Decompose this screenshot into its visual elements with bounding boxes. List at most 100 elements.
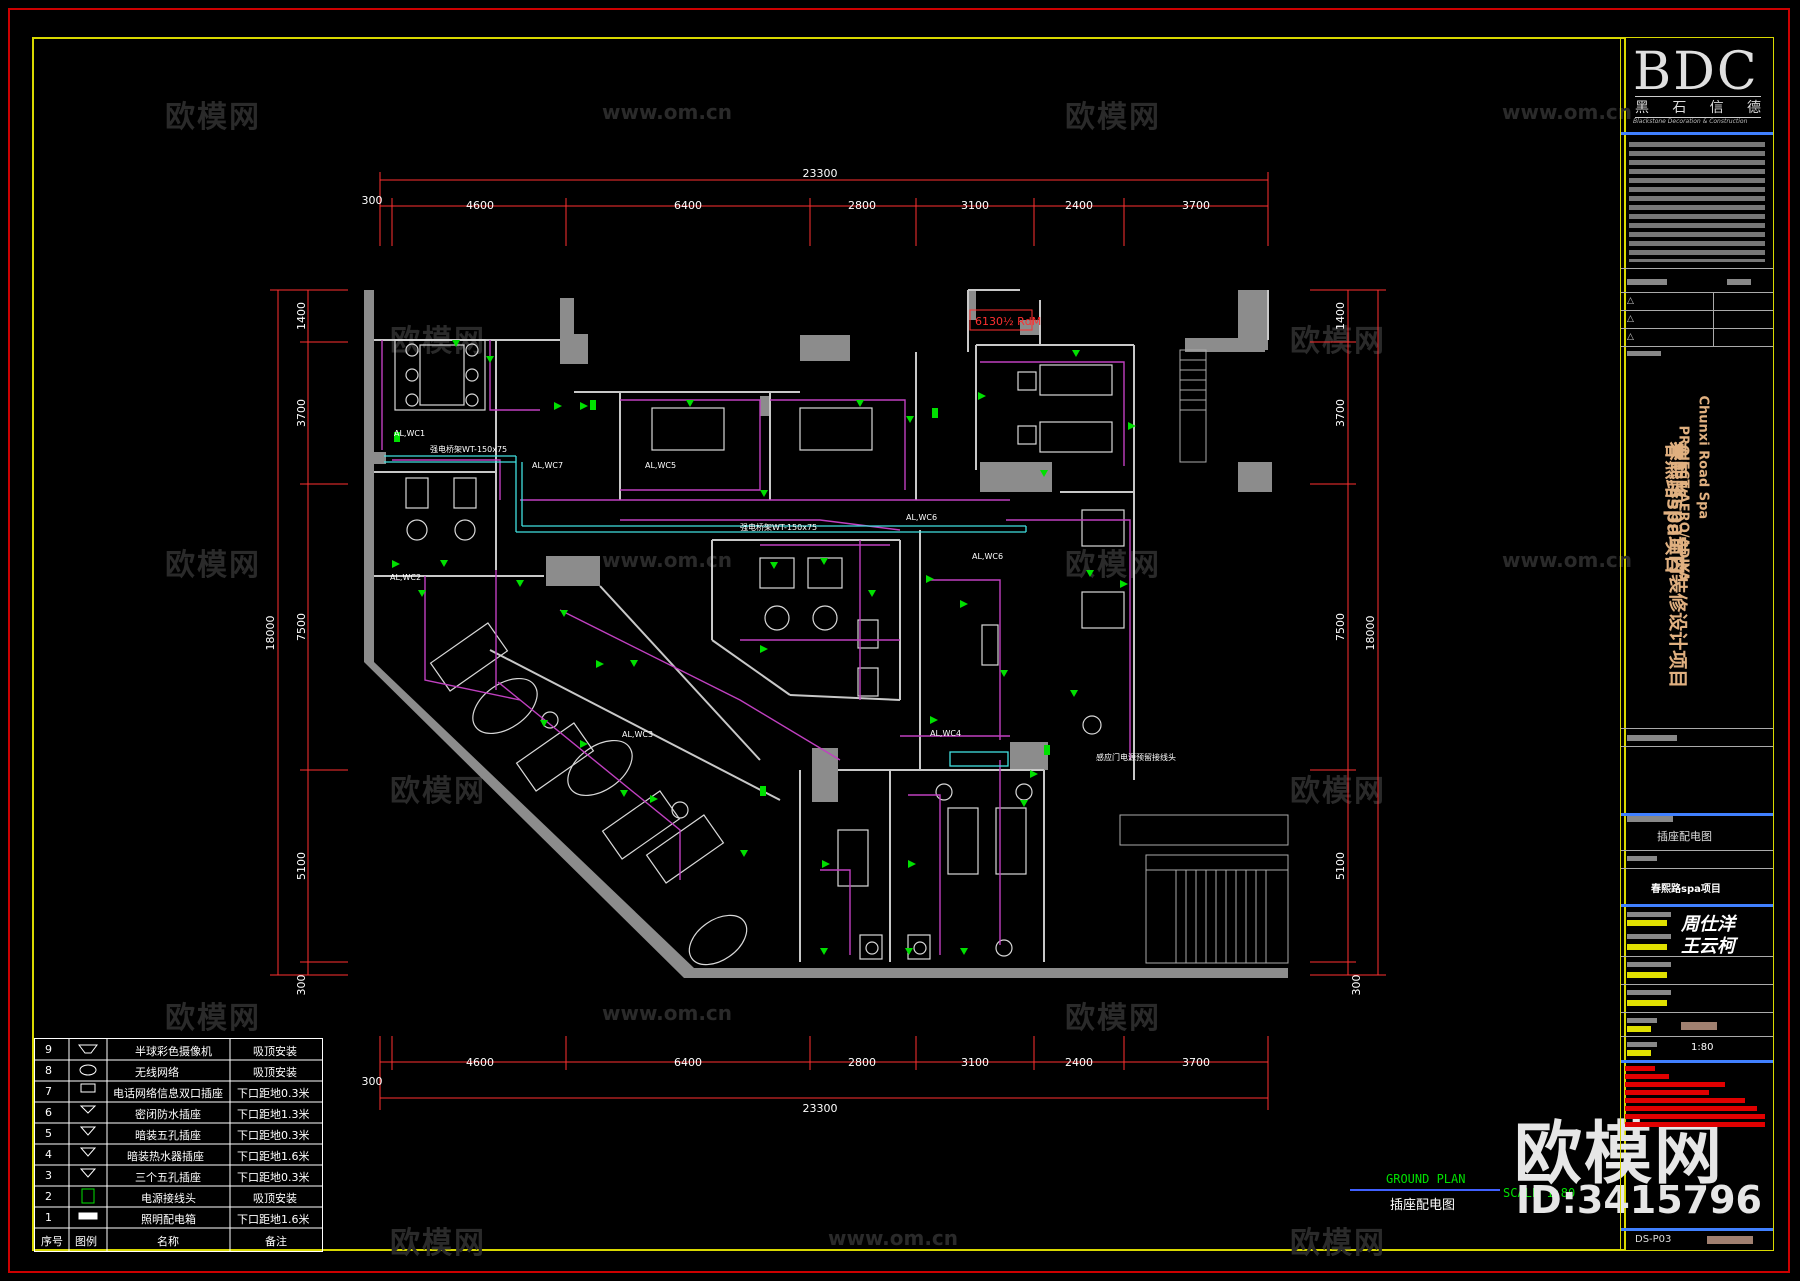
title-block-divider — [1621, 904, 1773, 907]
legend-no: 2 — [45, 1190, 52, 1203]
title-block-divider — [1621, 868, 1773, 869]
legend-name: 无线网络 — [135, 1066, 179, 1079]
field-label — [1627, 1018, 1657, 1023]
highlight-bar — [1627, 920, 1667, 926]
watermark-id: ID:3415796 — [1516, 1178, 1762, 1222]
title-block-divider — [1621, 813, 1773, 816]
legend-name: 电源接线头 — [141, 1192, 196, 1205]
drawing-scale: SCALE 1:80 — [1503, 1186, 1576, 1200]
title-block-divider — [1713, 292, 1714, 346]
dim-top-seg: 2400 — [1065, 199, 1093, 212]
legend-note: 下口距地1.3米 — [237, 1108, 310, 1121]
field-label — [1627, 816, 1673, 822]
drawing-frame — [32, 37, 1626, 1251]
dim-bottom-seg: 2800 — [848, 1056, 876, 1069]
dim-right-seg: 1400 — [1334, 302, 1347, 330]
water-heater-socket-icon — [79, 1147, 97, 1157]
dim-right-seg: 3700 — [1334, 399, 1347, 427]
dim-left-seg: 3700 — [295, 399, 308, 427]
wiring — [381, 340, 1131, 955]
legend-name: 暗装五孔插座 — [135, 1129, 201, 1142]
legend-table: 9 半球彩色摄像机 吸顶安装 8 无线网络 吸顶安装 7 电话网络信息双口插座 … — [34, 1038, 323, 1252]
sheet-border — [8, 8, 1790, 1273]
drawing-title-cn: 插座配电图 — [1390, 1198, 1456, 1213]
outlet-symbols — [392, 340, 1136, 955]
legend-note: 下口距地1.6米 — [237, 1150, 310, 1163]
dim-right-total: 18000 — [1364, 616, 1377, 651]
furniture — [394, 339, 1125, 966]
highlight-bar — [1627, 944, 1667, 950]
field-label — [1627, 1042, 1657, 1047]
main-cable-label-lower: 强电桥架WT-150x75 — [740, 522, 817, 532]
watermark-brand: 欧模网 — [1065, 548, 1161, 583]
circuit-label: AL,WC6 — [906, 513, 937, 522]
signature: 周仕洋 — [1681, 914, 1735, 935]
legend-header-note: 备注 — [265, 1235, 287, 1248]
main-cable-label: 强电桥架WT-150x75 — [430, 444, 507, 454]
right-dimension — [1310, 289, 1386, 976]
legend-note: 下口距地1.6米 — [237, 1213, 310, 1226]
waterproof-socket-icon — [79, 1105, 97, 1114]
logo-char: 石 — [1672, 100, 1687, 116]
legend-name: 电话网络信息双口插座 — [113, 1087, 223, 1100]
legend-header-name: 名称 — [157, 1235, 179, 1248]
field-label — [1627, 962, 1671, 967]
field-label — [1627, 735, 1677, 741]
legend-name: 三个五孔插座 — [135, 1171, 201, 1184]
signature: 王云柯 — [1681, 936, 1735, 957]
dim-bottom-total: 23300 — [803, 1102, 838, 1115]
title-block-divider — [1621, 1060, 1773, 1063]
tel-data-socket-icon — [80, 1083, 96, 1093]
revision-triangle-icon: △ — [1627, 332, 1634, 342]
partitions — [374, 289, 1269, 962]
watermark-url: www.om.cn — [1502, 100, 1633, 124]
circuit-label: AL,WC6 — [972, 552, 1003, 561]
field-value — [1707, 1236, 1753, 1244]
title-block-divider — [1621, 746, 1773, 747]
dim-top-seg: 4600 — [466, 199, 494, 212]
watermark-brand: 欧模网 — [390, 324, 486, 359]
top-dimension — [379, 172, 1269, 246]
highlight-bar — [1627, 1026, 1651, 1032]
watermark-brand: 欧模网 — [1065, 1001, 1161, 1036]
left-dimension — [270, 289, 348, 976]
power-junction-icon — [81, 1188, 95, 1204]
stairs — [1119, 349, 1289, 964]
project-names: Chunxi Road Spa PROJECT AERO/ADIYA 春熙路sp… — [1629, 368, 1767, 768]
project-name-en-1: Chunxi Road Spa — [1695, 395, 1711, 520]
watermark-brand: 欧模网 — [165, 548, 261, 583]
title-block-divider — [1621, 346, 1773, 347]
title-block-divider — [1621, 728, 1773, 729]
highlight-bar — [1627, 1000, 1667, 1006]
legend-no: 4 — [45, 1148, 52, 1161]
dim-bottom-seg: 4600 — [466, 1056, 494, 1069]
field-label — [1627, 912, 1671, 917]
legend-header-no: 序号 — [41, 1235, 63, 1248]
approval-bars — [1625, 1066, 1771, 1127]
room-label: 6130½ RdM — [975, 315, 1041, 328]
title-block: BDC 黑 石 信 德 Blackstone Decoration & Cons… — [1620, 37, 1774, 1251]
notes-block — [1629, 142, 1765, 262]
dim-bottom-seg: 3100 — [961, 1056, 989, 1069]
drawing-title: GROUND PLAN 插座配电图 — [1350, 1172, 1510, 1213]
watermark-url: www.om.cn — [602, 548, 733, 572]
dim-left-seg: 5100 — [295, 852, 308, 880]
watermark-brand: 欧模网 — [390, 1226, 486, 1261]
watermark-url: www.om.cn — [828, 1226, 959, 1250]
title-block-divider — [1621, 956, 1773, 957]
revision-triangle-icon: △ — [1627, 314, 1634, 324]
sheet-scale: 1:80 — [1691, 1042, 1714, 1053]
dim-bottom-offset: 300 — [362, 1075, 383, 1088]
dim-left-seg: 1400 — [295, 302, 308, 330]
legend-name: 密闭防水插座 — [135, 1108, 201, 1121]
legend-note: 吸顶安装 — [253, 1192, 297, 1205]
dim-right-seg: 300 — [1350, 975, 1363, 996]
dim-top-total: 23300 — [803, 167, 838, 180]
company-logo-sub: Blackstone Decoration & Construction — [1633, 118, 1748, 125]
company-logo-cn: 黑 石 信 德 — [1635, 96, 1761, 118]
title-block-divider — [1621, 310, 1773, 311]
logo-char: 信 — [1709, 100, 1724, 116]
logo-char: 德 — [1746, 100, 1761, 116]
legend-grid — [35, 1039, 322, 1251]
